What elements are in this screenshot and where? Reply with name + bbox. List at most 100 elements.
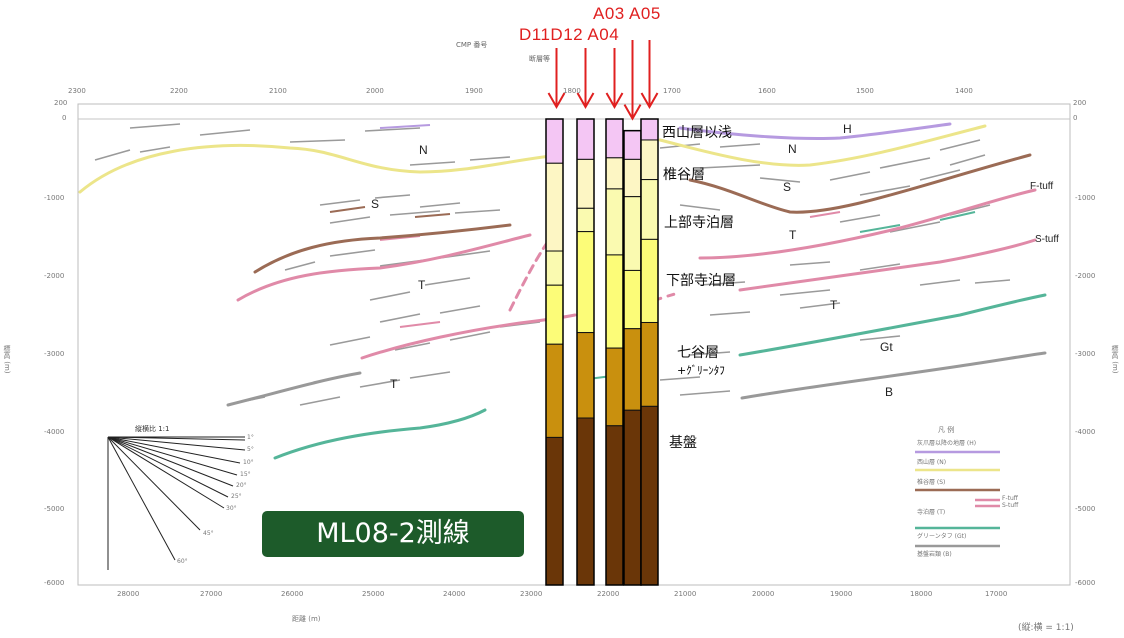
- well-a05-arrow: [640, 40, 659, 110]
- well-columns: [545, 118, 659, 586]
- reflector-dashes-colored: [329, 124, 976, 381]
- legend-item-s: 椎谷層 (S): [917, 479, 946, 486]
- symbol-t-4: T: [390, 377, 398, 391]
- symbol-ftuff: F-tuff: [1030, 181, 1054, 192]
- top-axis-2: 2100: [269, 87, 287, 95]
- formation-nanatani: 七谷層: [677, 345, 719, 361]
- depth-left-2: -1000: [44, 194, 65, 202]
- top-axis-7: 1600: [758, 87, 776, 95]
- reflector-dashes: [94, 123, 1011, 406]
- formation-nishiyama: 西山層以浅: [662, 125, 732, 141]
- depth-left-7: -6000: [44, 579, 65, 587]
- symbol-t-2: T: [789, 228, 797, 242]
- bottom-axis-11: 17000: [985, 590, 1008, 598]
- dip-scale-lines: [107, 436, 246, 570]
- symbol-n-left: N: [419, 143, 428, 157]
- well-a05-outline: [640, 118, 659, 586]
- well-d11-arrow: [547, 48, 566, 110]
- well-a04-arrow: [623, 40, 642, 121]
- depth-right-1: 0: [1073, 114, 1078, 122]
- formation-greentuff: +ｸﾞﾘｰﾝﾀﾌ: [677, 364, 725, 377]
- symbol-stuff: S-tuff: [1035, 234, 1059, 245]
- dip-scale-title: 縦横比 1:1: [135, 425, 170, 433]
- well-a05-unit-1: [640, 139, 659, 181]
- depth-left-0: 200: [54, 99, 68, 107]
- horizon-s-left: [253, 223, 512, 274]
- depth-left-6: -5000: [44, 505, 65, 513]
- well-a03-unit-2: [605, 188, 624, 256]
- legend-item-h: 灰爪層以降の地層 (H): [917, 440, 977, 447]
- top-axis-1: 2200: [170, 87, 188, 95]
- dip-angle-4: 20°: [236, 482, 247, 489]
- well-a04-unit-0: [623, 130, 642, 160]
- horizon-gt-left: [273, 408, 487, 460]
- well-a03-unit-5: [605, 425, 624, 586]
- depth-right-5: -4000: [1075, 428, 1096, 436]
- dip-angle-2: 10°: [243, 459, 254, 466]
- well-d12-unit-3: [576, 231, 595, 334]
- well-d11-unit-0: [545, 118, 564, 164]
- well-d12-unit-1: [576, 158, 595, 209]
- bottom-axis-title: 距離 (m): [292, 615, 321, 623]
- well-a04-unit-4: [623, 328, 642, 411]
- horizon-lines: [78, 122, 1047, 460]
- depth-right-6: -5000: [1075, 505, 1096, 513]
- legend-swatches: [915, 450, 1000, 548]
- horizon-gt-right: [738, 293, 1047, 357]
- well-d11-outline: [545, 118, 564, 586]
- section-frame: [77, 103, 1071, 586]
- legend-item-t: 寺泊層 (T): [917, 509, 946, 516]
- bottom-axis-0: 28000: [117, 590, 140, 598]
- well-a04-unit-5: [623, 409, 642, 586]
- well-a03-arrow: [605, 48, 624, 110]
- dip-angle-8: 60°: [177, 558, 188, 565]
- depth-left-5: -4000: [44, 428, 65, 436]
- depth-right-2: -1000: [1075, 194, 1096, 202]
- legend-item-n: 西山層 (N): [917, 459, 947, 466]
- survey-line-title: ML08-2測線: [262, 511, 524, 557]
- well-a04-unit-2: [623, 196, 642, 271]
- well-a04-unit-3: [623, 269, 642, 330]
- depth-left-4: -3000: [44, 350, 65, 358]
- formation-basement: 基盤: [669, 435, 697, 451]
- well-d12-unit-5: [576, 417, 595, 586]
- symbol-n-right: N: [788, 142, 797, 156]
- bottom-axis-1: 27000: [200, 590, 223, 598]
- dip-angle-1: 5°: [247, 446, 254, 453]
- well-d11-unit-1: [545, 162, 564, 252]
- well-a05-unit-4: [640, 321, 659, 407]
- bottom-axis-7: 21000: [674, 590, 697, 598]
- top-axis-5: 1800: [563, 87, 581, 95]
- well-a03-unit-1: [605, 157, 624, 190]
- horizon-h: [678, 122, 952, 141]
- well-a03-unit-4: [605, 347, 624, 427]
- top-axis-9: 1400: [955, 87, 973, 95]
- well-a04-unit-1: [623, 158, 642, 198]
- legend-item-stuff: S-tuff: [1002, 502, 1019, 509]
- horizon-t-left: [236, 233, 532, 302]
- depth-axis-title-left: 標高 (m): [3, 345, 11, 374]
- symbol-b: B: [885, 385, 894, 399]
- depth-axis-title-right: 標高 (m): [1111, 345, 1119, 374]
- formation-shimodera: 下部寺泊層: [666, 273, 736, 289]
- horizon-b-right: [740, 351, 1047, 400]
- well-d12-unit-4: [576, 332, 595, 419]
- bottom-axis-10: 18000: [910, 590, 933, 598]
- depth-right-0: 200: [1073, 99, 1087, 107]
- well-d12-outline: [576, 118, 595, 586]
- legend-item-ftuff: F-tuff: [1002, 495, 1018, 502]
- well-d11-unit-4: [545, 343, 564, 438]
- cmp-label: CMP 番号: [456, 41, 488, 49]
- depth-left-3: -2000: [44, 272, 65, 280]
- well-a05-unit-2: [640, 179, 659, 240]
- well-labels-row1: A03 A05: [593, 4, 661, 23]
- bottom-axis-4: 24000: [443, 590, 466, 598]
- well-d11-unit-5: [545, 436, 564, 586]
- bottom-axis-2: 26000: [281, 590, 304, 598]
- horizon-ftuff: [698, 188, 1037, 260]
- legend-item-b: 基盤岩類 (B): [917, 551, 952, 558]
- symbol-s-right: S: [783, 180, 792, 194]
- depth-left-1: 0: [62, 114, 67, 122]
